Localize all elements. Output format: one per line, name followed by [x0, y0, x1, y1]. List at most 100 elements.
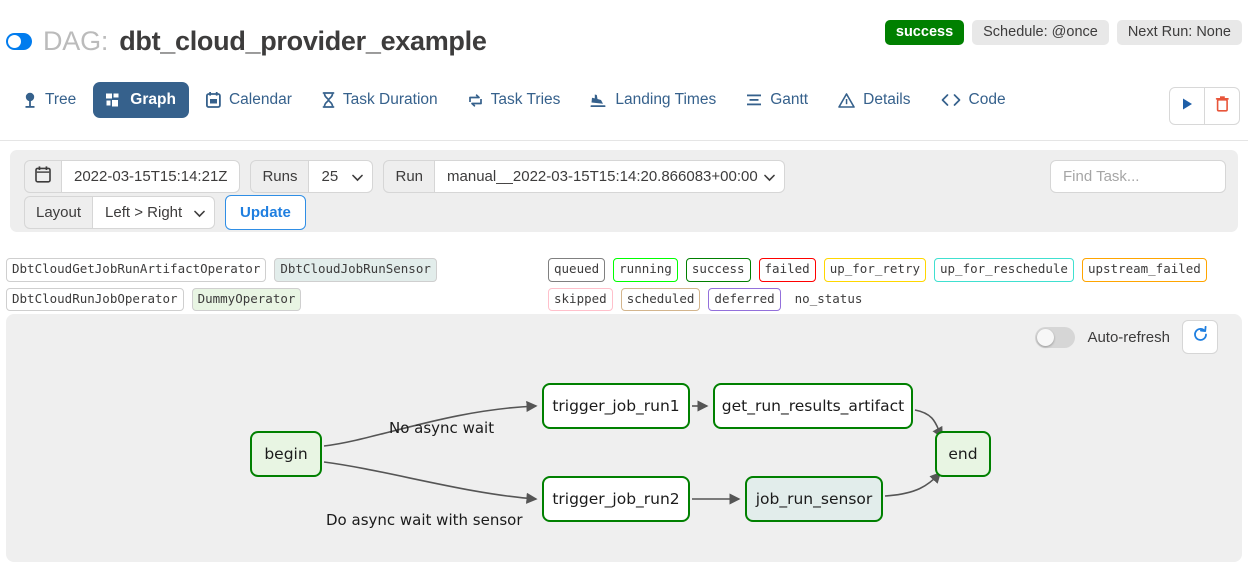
state-legend-chip[interactable]: deferred [708, 287, 781, 311]
graph-toolbar: Auto-refresh [1035, 320, 1218, 354]
code-icon [941, 93, 961, 107]
trigger-dag-button[interactable] [1169, 87, 1205, 125]
tab-task-duration[interactable]: Task Duration [309, 82, 451, 118]
tab-label: Landing Times [615, 91, 717, 108]
layout-select[interactable]: Left > Right [93, 196, 216, 229]
tab-label: Code [968, 91, 1006, 108]
dag-pause-toggle[interactable] [6, 33, 32, 50]
layout-group: Layout Left > Right [24, 196, 216, 229]
dag-title: DAG: dbt_cloud_provider_example [6, 26, 487, 57]
operator-legend-chip[interactable]: DummyOperator [191, 287, 302, 311]
operator-legend-chip[interactable]: DbtCloudGetJobRunArtifactOperator [6, 258, 267, 282]
chevron-down-icon [194, 204, 205, 221]
graph-node-get_run_results_artifact[interactable]: get_run_results_artifact [713, 383, 913, 429]
chevron-down-icon [352, 168, 364, 185]
run-label: Run [383, 160, 436, 193]
state-legend: queued running success failed up_for_retry up… [548, 258, 1248, 311]
tree-icon [23, 92, 37, 108]
next-run-badge[interactable]: Next Run: None [1116, 20, 1242, 45]
calendar-icon [205, 92, 221, 108]
graph-node-trigger_job_run1[interactable]: trigger_job_run1 [542, 383, 690, 429]
tab-label: Tree [45, 91, 77, 108]
tab-label: Graph [130, 91, 176, 108]
tab-landing-times[interactable]: Landing Times [577, 82, 729, 118]
update-button[interactable]: Update [225, 195, 306, 230]
run-select[interactable]: manual__2022-03-15T15:14:20.866083+00:00 [435, 160, 785, 193]
tab-task-tries[interactable]: Task Tries [455, 82, 574, 118]
calendar-picker-button[interactable] [24, 160, 62, 193]
operator-legend-chip[interactable]: DbtCloudJobRunSensor [274, 258, 437, 282]
auto-refresh-label: Auto-refresh [1087, 328, 1170, 346]
find-task-input[interactable]: Find Task... [1050, 160, 1226, 193]
state-legend-chip[interactable]: success [685, 258, 751, 282]
graph-panel: Auto-refresh begin trigger_job_run1 get_ru… [6, 314, 1242, 562]
runs-value: 25 [321, 168, 339, 185]
runs-select[interactable]: 25 [309, 160, 374, 193]
state-legend-chip[interactable]: up_for_retry [823, 258, 926, 282]
retry-icon [468, 93, 483, 108]
run-group: Run manual__2022-03-15T15:14:20.866083+0… [383, 160, 785, 193]
tab-label: Task Tries [490, 91, 561, 108]
tab-details[interactable]: Details [825, 82, 923, 118]
refresh-button[interactable] [1182, 320, 1218, 354]
refresh-icon [1192, 325, 1209, 348]
status-badge: success [884, 20, 965, 45]
state-legend-chip[interactable]: upstream_failed [1081, 258, 1207, 282]
graph-node-job_run_sensor[interactable]: job_run_sensor [745, 476, 883, 522]
runs-label: Runs [250, 160, 310, 193]
tab-label: Gantt [770, 91, 809, 108]
state-legend-chip[interactable]: running [613, 258, 678, 282]
runs-group: Runs 25 [250, 160, 374, 193]
graph-edges [323, 400, 943, 505]
dag-label: DAG: [43, 26, 109, 56]
delete-dag-button[interactable] [1205, 87, 1240, 125]
operator-legend-chip[interactable]: DbtCloudRunJobOperator [6, 287, 184, 311]
layout-value: Left > Right [105, 204, 183, 221]
nav-tabs: Tree Graph Calendar Task Duration Task T [10, 82, 1019, 118]
chevron-down-icon [763, 168, 775, 185]
tab-graph[interactable]: Graph [93, 82, 189, 118]
state-legend-chip[interactable]: scheduled [620, 287, 701, 311]
tab-calendar[interactable]: Calendar [193, 82, 305, 118]
state-legend-chip[interactable]: up_for_reschedule [934, 258, 1074, 282]
header-badges: success Schedule: @once Next Run: None [884, 20, 1242, 45]
play-icon [1180, 97, 1194, 116]
plane-landing-icon [590, 93, 607, 108]
graph-node-end[interactable]: end [935, 431, 991, 477]
tab-label: Details [863, 91, 911, 108]
state-legend-chip[interactable]: no_status [794, 290, 863, 306]
dag-name: dbt_cloud_provider_example [119, 26, 487, 56]
filter-row-primary: 2022-03-15T15:14:21Z Runs 25 Run manual_… [24, 160, 785, 193]
state-legend-chip[interactable]: queued [548, 258, 606, 282]
layout-label: Layout [24, 196, 94, 229]
info-triangle-icon [838, 92, 855, 108]
trash-icon [1215, 95, 1230, 117]
tab-gantt[interactable]: Gantt [733, 82, 821, 118]
tab-label: Calendar [228, 91, 292, 108]
schedule-badge[interactable]: Schedule: @once [972, 20, 1109, 45]
gantt-icon [746, 93, 762, 107]
base-date-input[interactable]: 2022-03-15T15:14:21Z [62, 160, 241, 193]
graph-icon [106, 93, 122, 108]
hourglass-icon [322, 92, 335, 108]
dag-actions [1169, 87, 1240, 125]
graph-node-begin[interactable]: begin [250, 431, 322, 477]
page-header: DAG: dbt_cloud_provider_example success … [0, 0, 1248, 72]
graph-node-trigger_job_run2[interactable]: trigger_job_run2 [542, 476, 690, 522]
graph-edge-label: No async wait [389, 419, 495, 437]
calendar-icon [35, 166, 51, 187]
tab-code[interactable]: Code [928, 82, 1019, 118]
tab-tree[interactable]: Tree [10, 82, 89, 118]
base-date-group: 2022-03-15T15:14:21Z [24, 160, 241, 193]
filter-toolbar: 2022-03-15T15:14:21Z Runs 25 Run manual_… [10, 150, 1238, 232]
state-legend-chip[interactable]: failed [758, 258, 816, 282]
run-value: manual__2022-03-15T15:14:20.866083+00:00 [447, 168, 758, 185]
filter-row-secondary: Layout Left > Right Update [24, 195, 306, 230]
dag-nav: Tree Graph Calendar Task Duration Task T [0, 82, 1248, 130]
graph-edge-label: Do async wait with sensor [326, 511, 523, 529]
state-legend-chip[interactable]: skipped [548, 287, 613, 311]
auto-refresh-toggle[interactable] [1035, 326, 1076, 348]
tab-label: Task Duration [342, 91, 438, 108]
